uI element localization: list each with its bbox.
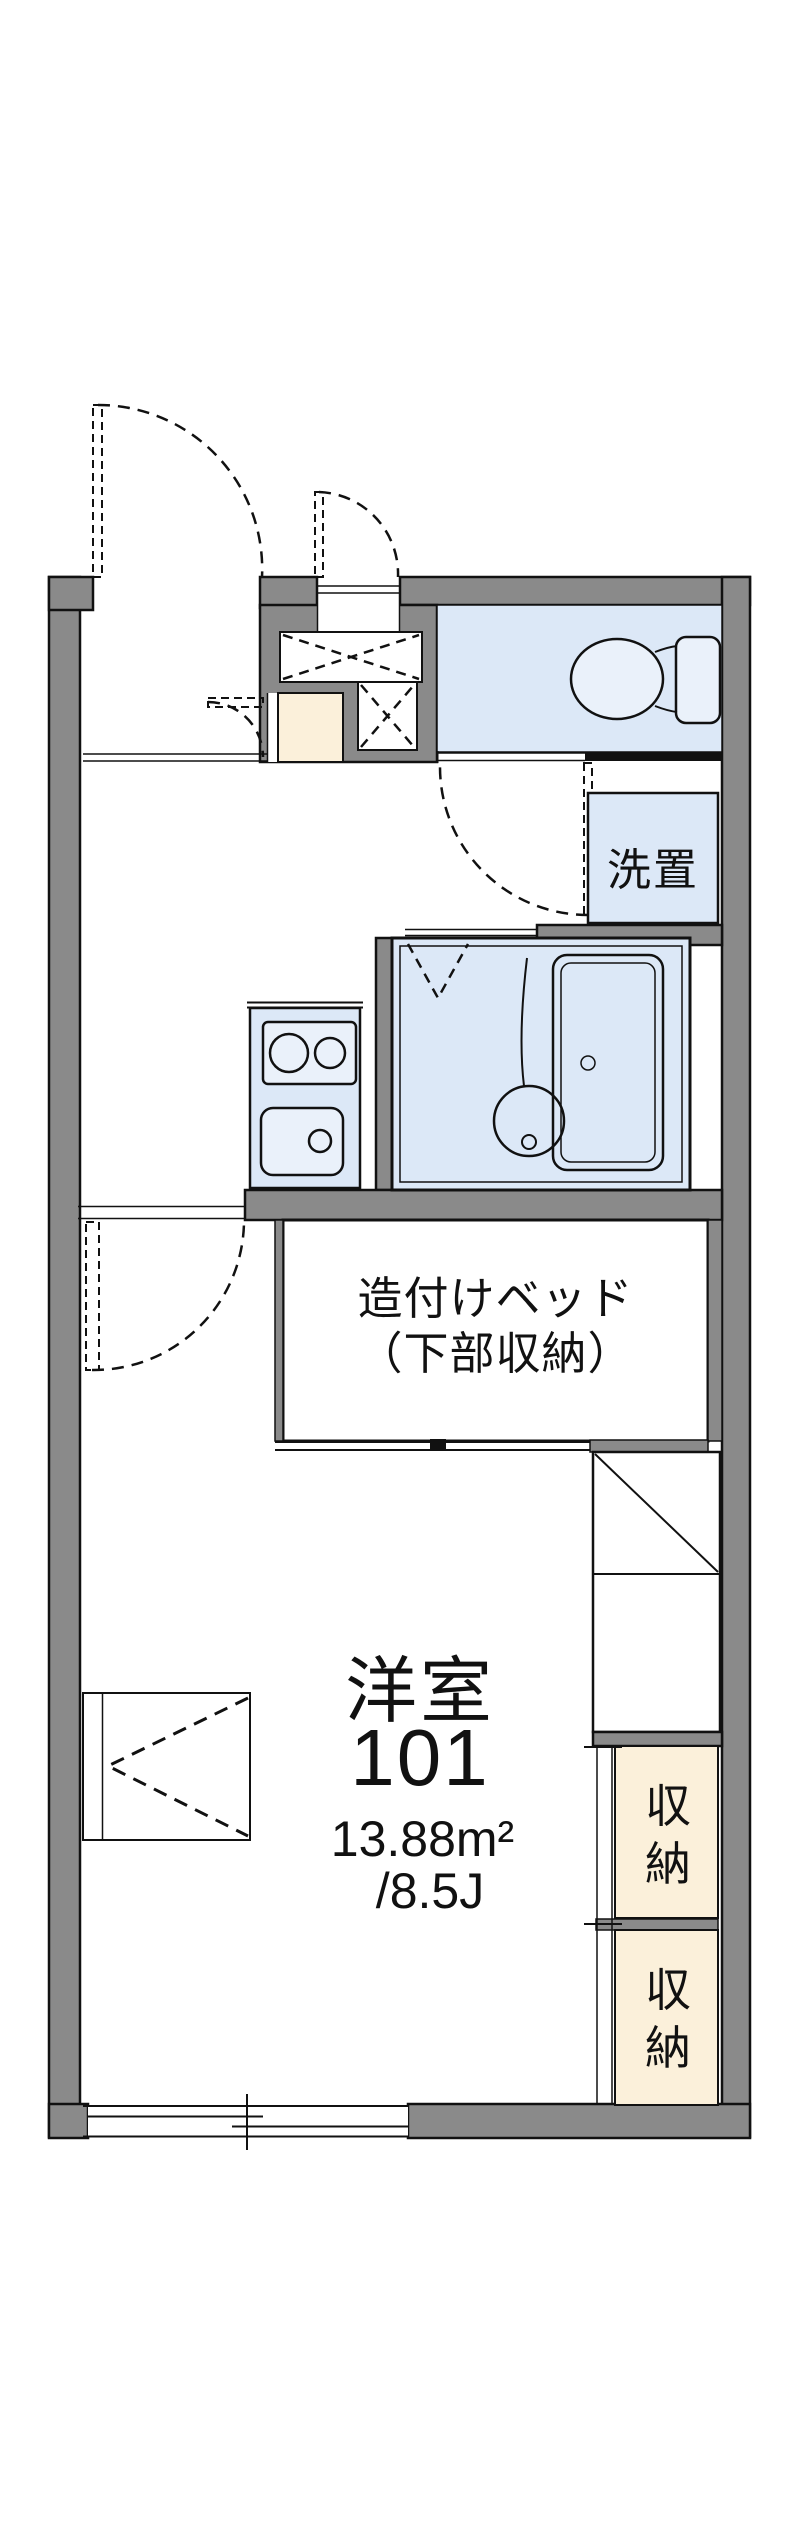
closet-upper-label: 収納 xyxy=(645,1780,691,1890)
shower-knob-icon xyxy=(521,1134,537,1150)
entrance-door-leaf xyxy=(92,404,103,578)
bottom-wall-right xyxy=(406,2102,752,2140)
toilet-seat-line-1 xyxy=(654,645,678,653)
shower-head-icon xyxy=(492,1084,566,1158)
storage-x-mark-4 xyxy=(360,684,415,748)
bottom-wall-left-corner xyxy=(47,2102,90,2140)
stove-burner-right-icon xyxy=(313,1036,347,1070)
toilet-bottom-wall xyxy=(585,752,722,761)
room-area-label: 13.88m² xyxy=(330,1811,515,1867)
storage-x-mark-2 xyxy=(282,633,420,681)
closet-lower-floor xyxy=(614,1929,719,2106)
stove-burner-left-icon xyxy=(268,1032,310,1074)
genkan-door-arc xyxy=(207,700,265,758)
genkan-step-strip xyxy=(267,693,278,762)
room-number-label: 101 xyxy=(350,1713,490,1802)
fridge-nook xyxy=(591,1450,722,1734)
storage-door-leaf xyxy=(314,491,324,578)
shower-hose-line xyxy=(520,957,528,1087)
bed-label-line1: 造付けベッド xyxy=(357,1273,634,1324)
wall-counter-box xyxy=(82,1692,251,1841)
kitchen-bedroom-wall xyxy=(243,1188,724,1222)
bed-label: 造付けベッド （下部収納） xyxy=(283,1272,708,1382)
toilet-door-arc xyxy=(438,766,589,917)
room-size-jo-label: /8.5J xyxy=(375,1863,485,1919)
sink-icon xyxy=(259,1106,345,1177)
bed-left-edge xyxy=(274,1219,284,1442)
top-wall-mid-pier xyxy=(258,575,319,610)
built-in-bed-box xyxy=(281,1218,710,1443)
bathroom-inner-line xyxy=(399,945,683,1183)
toilet-seat-line-2 xyxy=(654,705,678,713)
right-wall xyxy=(720,575,752,2139)
room-door-arc xyxy=(91,1221,246,1372)
bathtub-inner-line xyxy=(560,962,656,1163)
toilet-bowl-icon xyxy=(569,637,665,721)
bathtub-icon xyxy=(551,953,665,1172)
bathtub-drain-icon xyxy=(580,1055,596,1071)
bed-bottom-post xyxy=(430,1439,446,1451)
washer-label: 洗置 xyxy=(607,846,699,895)
fridge-nook-diagonal xyxy=(594,1453,719,1573)
wall-counter-chevron xyxy=(104,1696,249,1838)
bathroom-left-wall xyxy=(374,936,394,1192)
sink-faucet-icon xyxy=(307,1128,333,1154)
storage-door-arc xyxy=(318,490,400,578)
closet-upper-floor xyxy=(614,1745,719,1919)
top-wall-right xyxy=(398,575,752,607)
bed-right-wall-strip xyxy=(707,1219,723,1442)
left-wall xyxy=(47,575,82,2139)
storage-door-opening xyxy=(317,580,400,632)
nook-closet-wall xyxy=(591,1730,724,1748)
washer-space-floor xyxy=(586,791,720,925)
closet-lower-label: 収納 xyxy=(645,1964,691,2074)
entrance-door-arc xyxy=(97,403,264,578)
toilet-tank-icon xyxy=(674,635,722,725)
genkan-tile-floor xyxy=(277,692,344,763)
room-name-label: 洋室 xyxy=(344,1652,495,1732)
bed-label-line2: （下部収納） xyxy=(357,1327,634,1379)
room-door-leaf xyxy=(85,1221,100,1371)
bathroom-folding-door xyxy=(406,943,470,1001)
top-wall-left-corner xyxy=(47,575,95,612)
bed-bottom-wall-strip xyxy=(589,1439,709,1453)
